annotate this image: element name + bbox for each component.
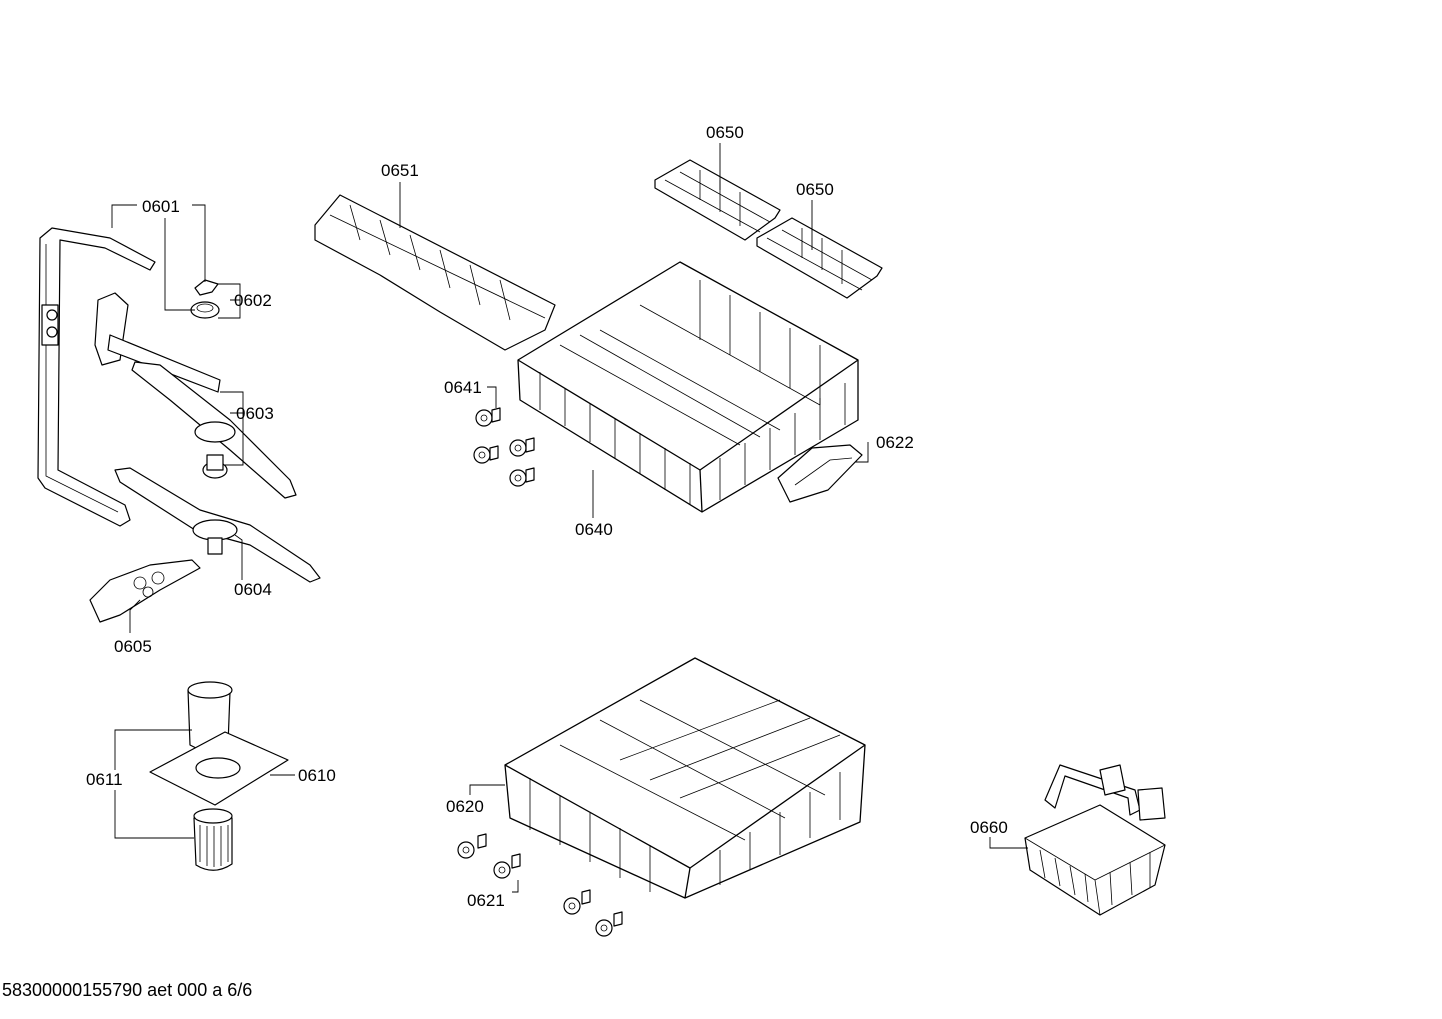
label-0605: 0605 <box>114 637 152 656</box>
fold-down-rack-1 <box>654 159 781 241</box>
upper-basket <box>517 261 859 513</box>
label-0620: 0620 <box>446 797 484 816</box>
label-0651: 0651 <box>381 161 419 180</box>
label-0604: 0604 <box>234 580 272 599</box>
label-0660: 0660 <box>970 818 1008 837</box>
label-0640: 0640 <box>575 520 613 539</box>
filter-assembly <box>149 681 289 871</box>
leader-lines <box>111 143 1028 893</box>
upper-spray-arm <box>94 292 297 499</box>
document-reference: 58300000155790 aet 000 a 6/6 <box>2 980 253 1000</box>
upper-basket-wheels <box>473 407 535 487</box>
supply-pipe-assembly <box>37 227 156 527</box>
lower-basket <box>504 657 866 899</box>
label-0603: 0603 <box>236 404 274 423</box>
label-0602: 0602 <box>234 291 272 310</box>
label-0611: 0611 <box>86 770 123 789</box>
label-0601: 0601 <box>142 197 180 216</box>
label-0622: 0622 <box>876 433 914 452</box>
label-0610: 0610 <box>298 766 336 785</box>
cutlery-tray <box>314 194 556 351</box>
lower-spray-arm <box>114 467 321 583</box>
cutlery-basket <box>1024 764 1166 916</box>
lower-basket-wheels <box>457 833 623 937</box>
label-0650-lower: 0650 <box>796 180 834 199</box>
label-0650-upper: 0650 <box>706 123 744 142</box>
label-0641: 0641 <box>444 378 482 397</box>
filter-cover <box>89 559 201 623</box>
fold-down-rack-2 <box>756 217 883 299</box>
rail-end-cap <box>777 444 863 503</box>
clip-part <box>190 279 220 319</box>
label-0621: 0621 <box>467 891 505 910</box>
